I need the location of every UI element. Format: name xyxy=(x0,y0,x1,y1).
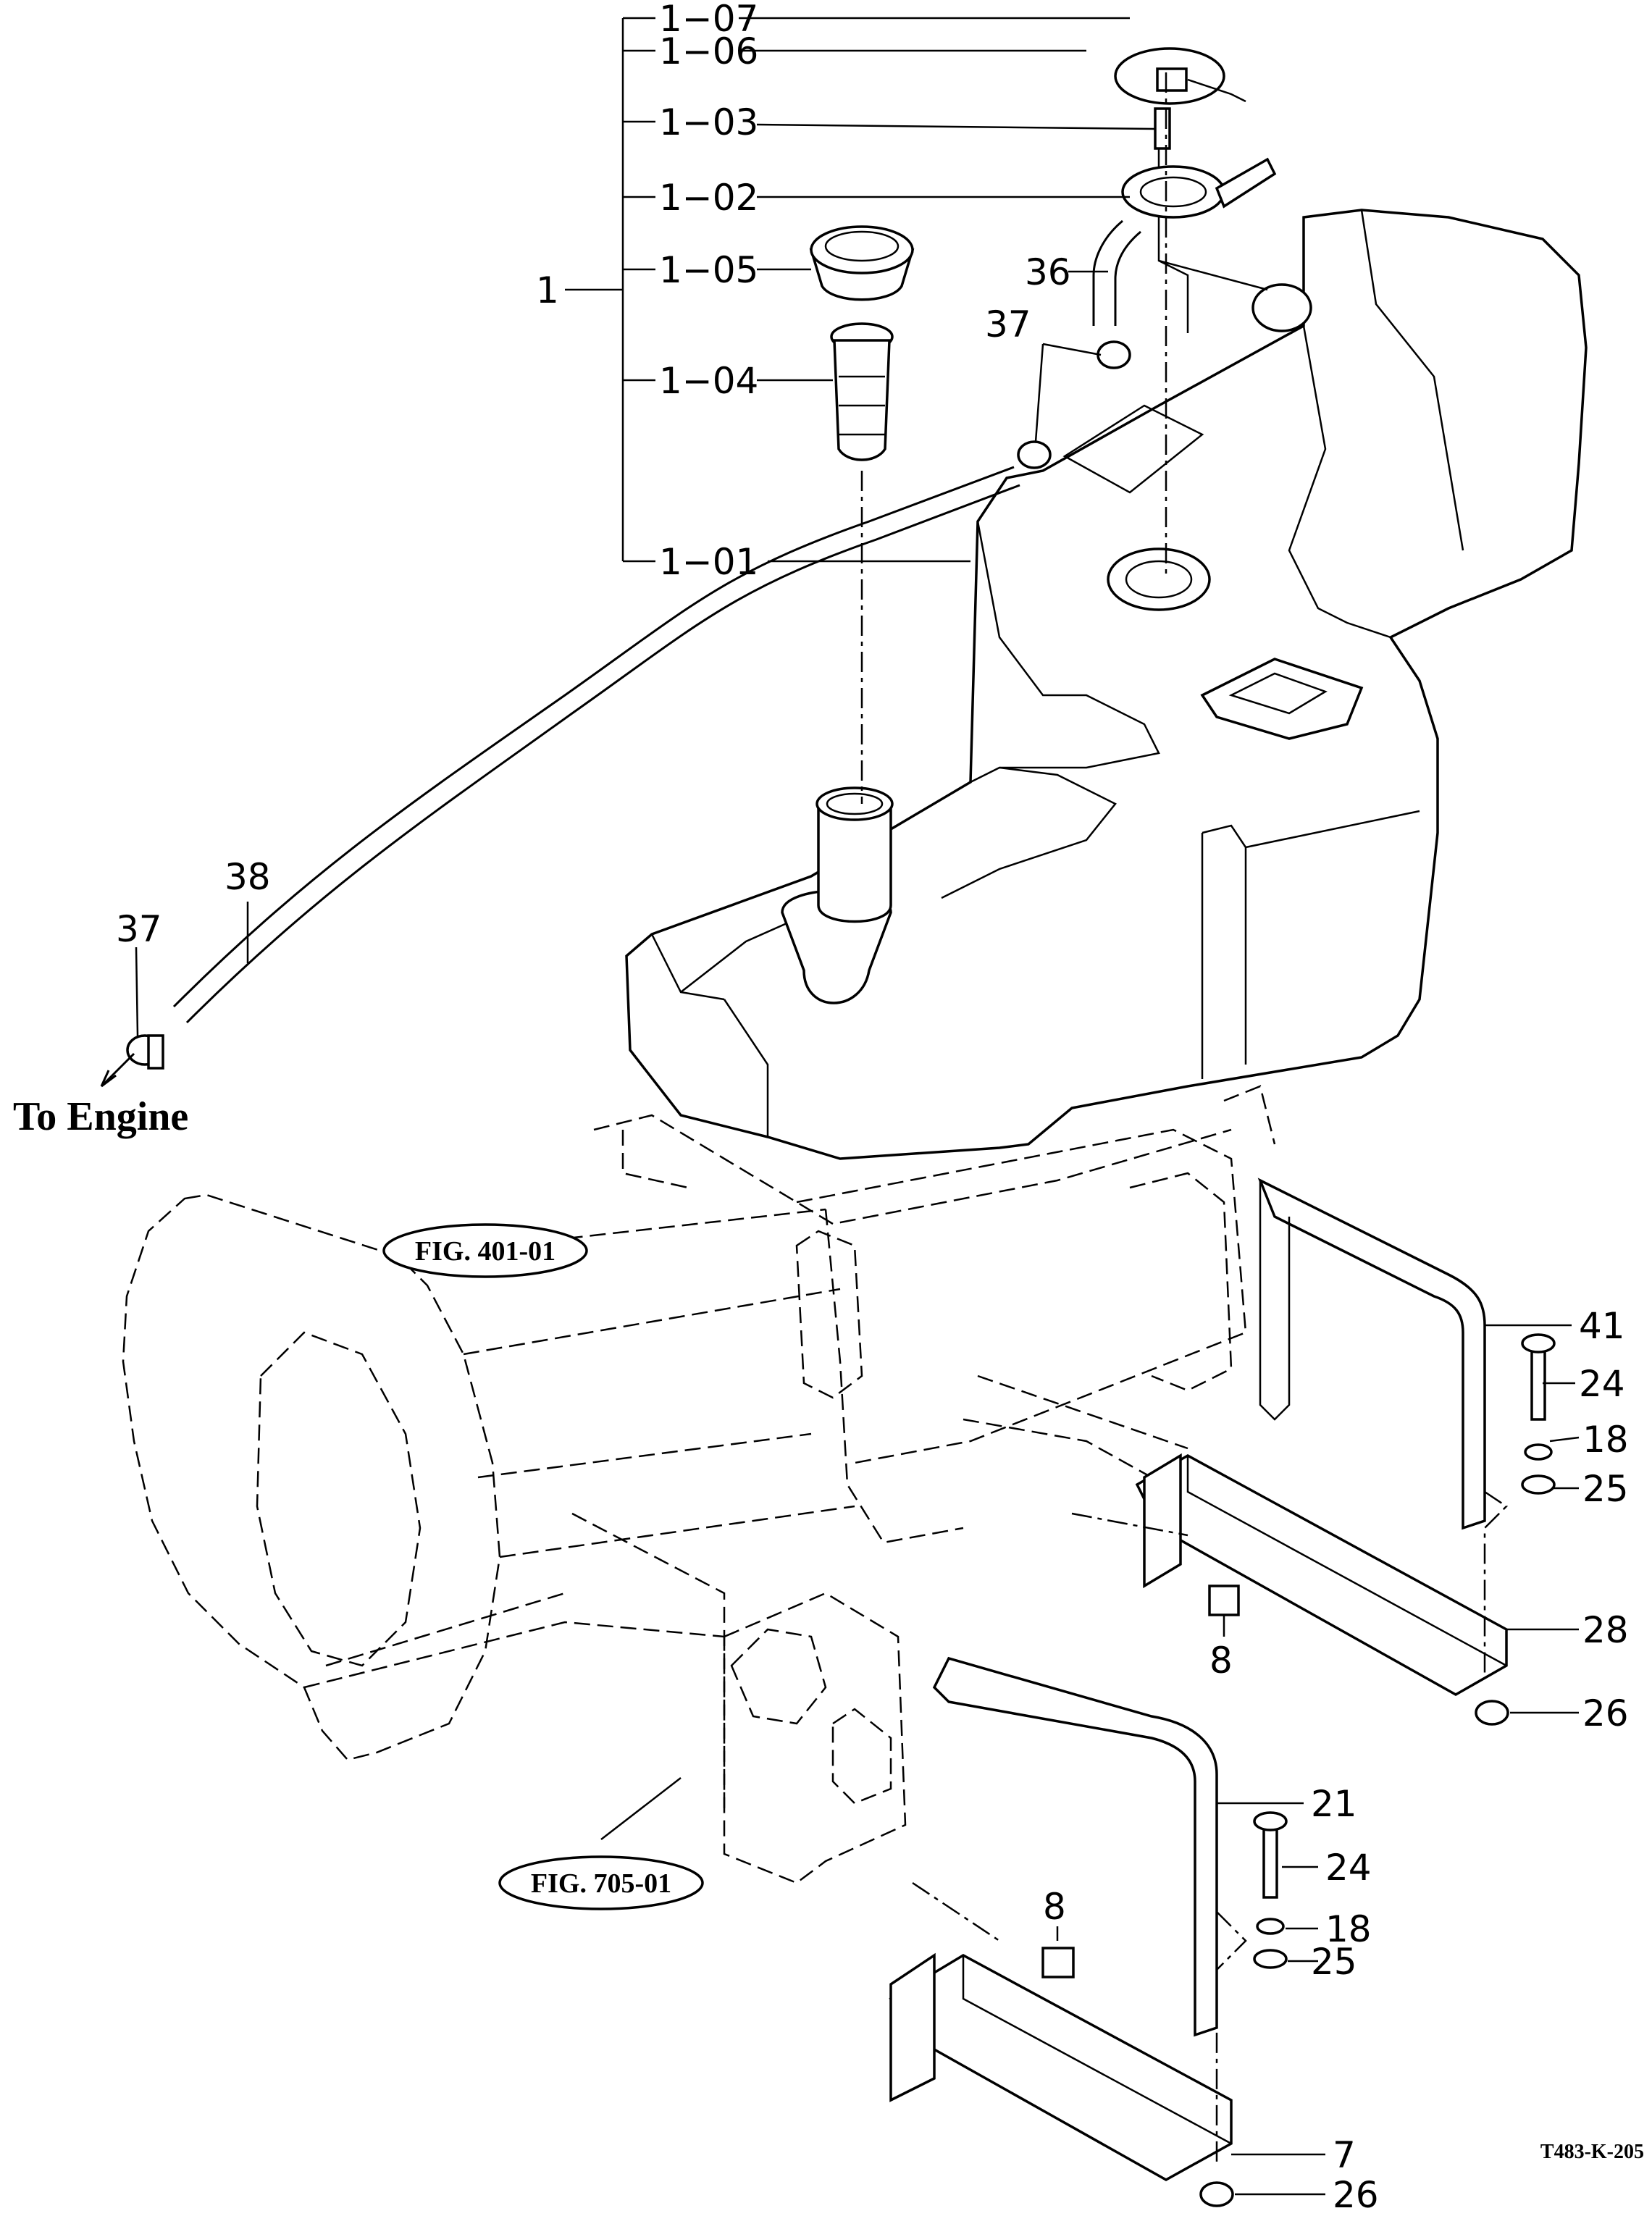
hose-clamp-upper xyxy=(1097,340,1131,369)
callout-24-upper: 24 xyxy=(1579,1363,1625,1405)
fig-ref-705-label: FIG. 705-01 xyxy=(531,1868,671,1899)
callout-1-06: 1−06 xyxy=(659,30,758,72)
callout-24-lower: 24 xyxy=(1325,1847,1372,1889)
callout-1-04: 1−04 xyxy=(659,360,758,402)
callout-18-upper: 18 xyxy=(1582,1419,1629,1461)
leader-lines xyxy=(135,17,1580,2196)
lower-strap-assembly xyxy=(889,1656,1288,2207)
return-hose-top xyxy=(1215,157,1277,209)
upper-strap-assembly xyxy=(1135,1178,1556,1726)
assembly-center-lines xyxy=(860,72,1508,2165)
callout-36: 36 xyxy=(1025,251,1071,293)
callout-1: 1 xyxy=(536,269,559,311)
callout-26-lower: 26 xyxy=(1333,2174,1379,2216)
fig-ref-705[interactable]: FIG. 705-01 xyxy=(498,1855,704,1910)
callout-8-upper: 8 xyxy=(1209,1640,1233,1682)
callout-26-upper: 26 xyxy=(1582,1692,1629,1734)
callout-18-lower: 18 xyxy=(1325,1908,1372,1950)
callout-7: 7 xyxy=(1333,2134,1356,2176)
gasket xyxy=(1121,165,1225,219)
fuel-tank xyxy=(625,209,1588,1160)
callout-21: 21 xyxy=(1311,1783,1357,1825)
callout-38: 38 xyxy=(225,856,271,898)
tank-components xyxy=(100,47,1277,1088)
callout-1-01: 1−01 xyxy=(659,541,758,583)
fig-ref-401[interactable]: FIG. 401-01 xyxy=(382,1223,588,1278)
callout-37-left: 37 xyxy=(116,908,162,950)
transmission-housing xyxy=(122,1085,1276,1884)
callout-1-02: 1−02 xyxy=(659,177,758,219)
callout-25-lower: 25 xyxy=(1311,1941,1357,1983)
callout-41: 41 xyxy=(1579,1305,1625,1347)
callout-labels: 1 1−07 1−06 1−03 1−02 1−05 1−04 1−01 36 … xyxy=(116,0,1629,2216)
callout-25-upper: 25 xyxy=(1582,1468,1629,1510)
callout-1-05: 1−05 xyxy=(659,249,758,291)
callout-8-lower: 8 xyxy=(1043,1886,1066,1928)
fig-ref-401-label: FIG. 401-01 xyxy=(415,1236,555,1267)
callout-1-03: 1−03 xyxy=(659,101,758,143)
sender-unit-head xyxy=(1156,67,1188,92)
callout-28: 28 xyxy=(1582,1609,1629,1651)
bolt-24-lower xyxy=(1262,1823,1278,1899)
callout-37-top: 37 xyxy=(985,303,1031,345)
drawing-code: T483-K-205 xyxy=(1540,2141,1644,2163)
callout-1-07: 1−07 xyxy=(659,0,758,40)
to-engine-label: To Engine xyxy=(13,1094,188,1139)
hose-clamp-lower xyxy=(1017,440,1052,469)
